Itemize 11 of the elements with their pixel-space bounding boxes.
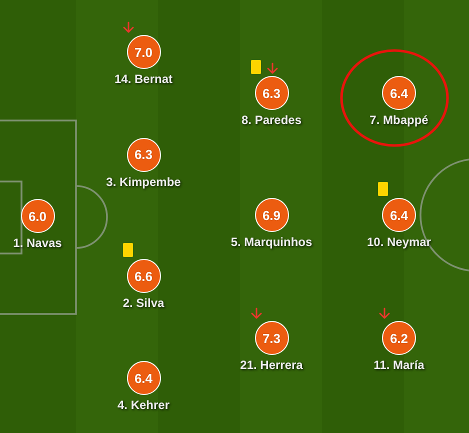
player-name: 10. Neymar	[366, 235, 432, 249]
player-name: 3. Kimpembe	[106, 174, 181, 188]
player-name: 14. Bernat	[114, 72, 173, 86]
player-name: 4. Kehrer	[117, 398, 170, 412]
player-name: 2. Silva	[122, 296, 164, 310]
player-name: 21. Herrera	[240, 358, 303, 372]
player-name: 11. María	[374, 358, 424, 372]
player-name: 7. Mbappé	[370, 113, 428, 127]
player-name: 8. Paredes	[241, 113, 302, 127]
player-name: 5. Marquinhos	[230, 235, 312, 249]
player-name: 1. Navas	[13, 236, 62, 250]
